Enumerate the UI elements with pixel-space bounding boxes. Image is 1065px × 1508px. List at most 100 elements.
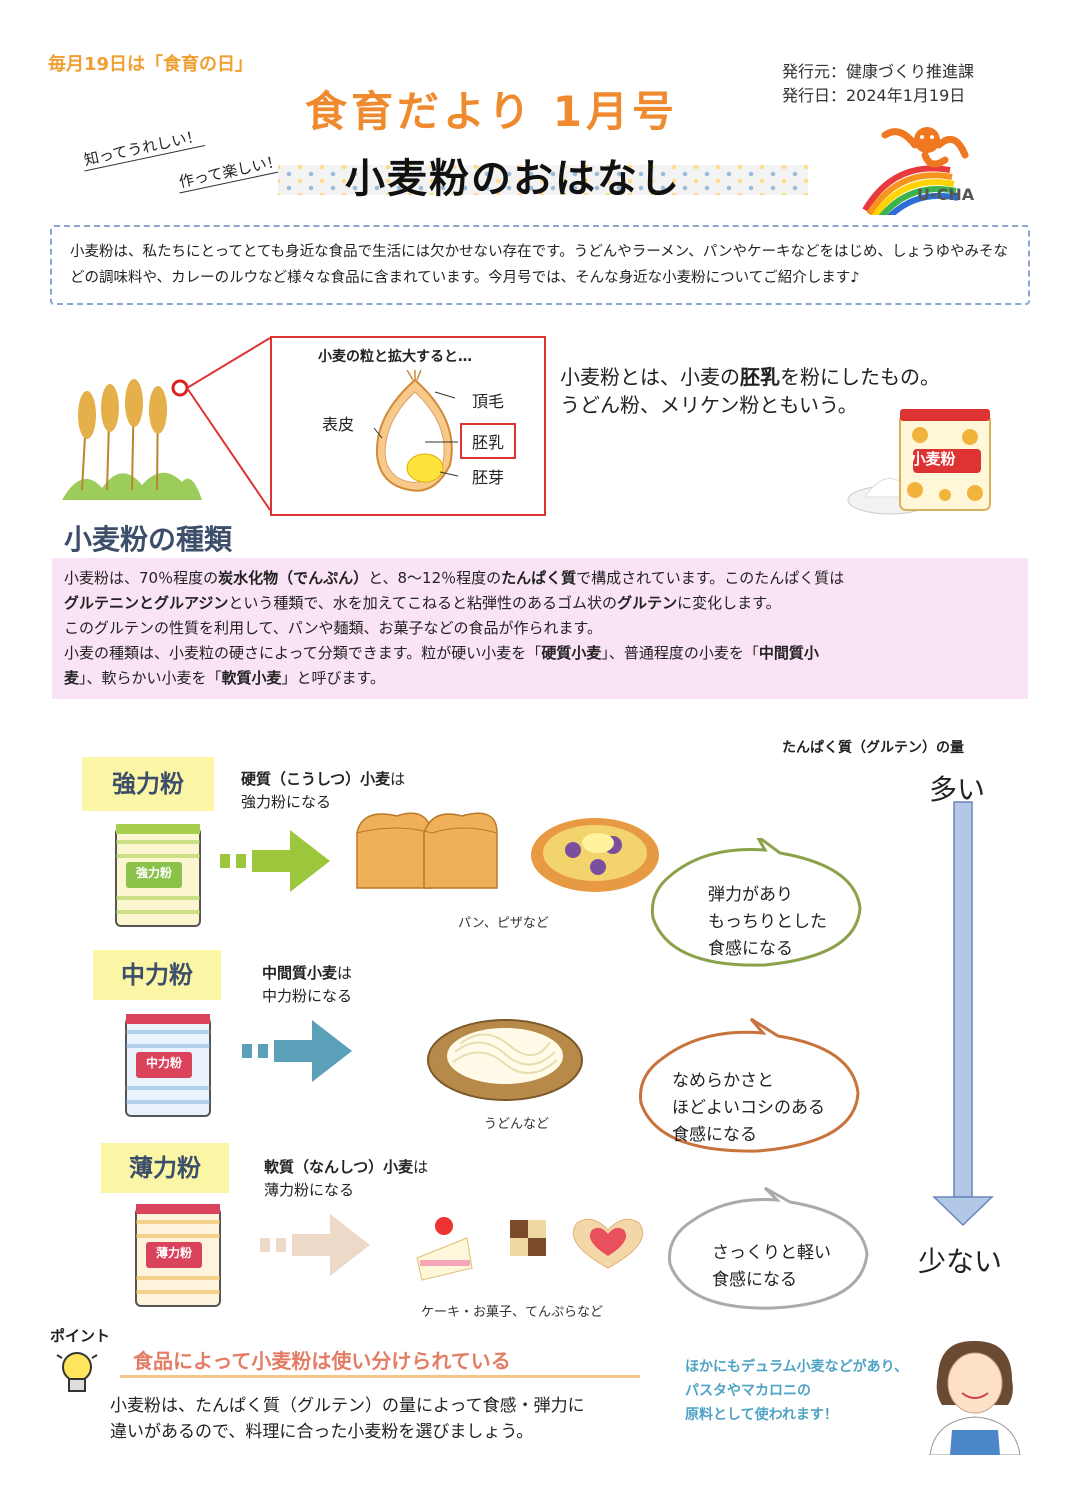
intro-text: 小麦粉は、私たちにとってとても身近な食品で生活には欠かせない存在です。うどんやラ… (70, 244, 1008, 286)
note-line: ほかにもデュラム小麦などがあり、 (685, 1359, 909, 1375)
types-bold: グルテニンとグルアジン (64, 594, 229, 612)
wheat-becomes: 中力粉になる (262, 987, 353, 1005)
speech-bubble-medium (638, 1018, 860, 1153)
texture-line: 弾力があり (708, 885, 793, 905)
durum-note: ほかにもデュラム小麦などがあり、 パスタやマカロニの 原料として使われます！ (685, 1355, 908, 1427)
udon-icon (427, 1019, 583, 1101)
flour-bag-illustration: 小麦粉 (845, 405, 995, 520)
flour-bag-label: 中力粉 (145, 1056, 182, 1070)
wheat-type-weak: 軟質（なんしつ）小麦は 薄力粉になる (264, 1156, 428, 1202)
flour-label-strong: 強力粉 (82, 757, 214, 811)
protein-scale-arrow-icon (932, 801, 994, 1227)
wheat-grain-cross-section (375, 370, 453, 492)
arrow-right-icon (260, 1214, 370, 1276)
page-subtitle: 小麦粉のおはなし (345, 156, 681, 202)
texture-text-medium: なめらかさと ほどよいコシのある 食感になる (672, 1068, 825, 1149)
scale-high-label: 多い (929, 773, 986, 806)
label-endosperm: 胚乳 (460, 423, 517, 459)
wheat-particle: は (413, 1158, 429, 1176)
washi-tape (278, 165, 808, 195)
types-text: と、8～12％程度の (368, 569, 502, 587)
person-in-apron-icon (929, 1340, 1021, 1455)
wheat-name: 硬質（こうしつ）小麦 (241, 770, 391, 788)
definition-highlight: 胚乳 (740, 365, 780, 389)
arrow-right-icon (220, 830, 330, 892)
scale-low-label: 少ない (918, 1245, 1003, 1278)
types-text: 小麦粉は、70％程度の (64, 569, 219, 587)
types-text: に変化します。 (677, 594, 781, 612)
flour-bag-icon (135, 1204, 221, 1307)
note-line: 原料として使われます！ (685, 1407, 838, 1423)
flour-label-weak: 薄力粉 (101, 1143, 229, 1193)
label-skin: 表皮 (322, 415, 355, 434)
types-description-box: 小麦粉は、70％程度の炭水化物（でんぷん）と、8～12％程度のたんぱく質で構成さ… (52, 558, 1028, 699)
texture-line: 食感になる (672, 1125, 757, 1145)
flour-bag-strong: 強力粉 (108, 820, 208, 930)
texture-text-weak: さっくりと軽い 食感になる (712, 1240, 831, 1294)
lightbulb-icon (56, 1352, 98, 1392)
flour-bag-label: 強力粉 (135, 866, 172, 880)
pizza-icon (531, 818, 659, 892)
types-text: で構成されています。このたんぱく質は (576, 569, 845, 587)
flour-bag-label: 小麦粉 (910, 450, 956, 468)
wheat-illustration (62, 370, 202, 500)
bread-icon (356, 812, 498, 889)
wheat-particle: は (337, 964, 353, 982)
grain-diagram-title: 小麦の粒と拡大すると… (318, 349, 472, 365)
flour-bag-icon (125, 1014, 211, 1117)
wheat-type-strong: 硬質（こうしつ）小麦は 強力粉になる (241, 768, 405, 814)
wheat-name: 軟質（なんしつ）小麦 (264, 1158, 414, 1176)
flour-bag-weak: 薄力粉 (128, 1200, 228, 1310)
publisher-info: 発行元：健康づくり推進課 発行日：2024年1月19日 (782, 60, 974, 108)
types-text: という種類で、水を加えてこねると粘弾性のあるゴム状の (228, 594, 618, 612)
issue-date: 発行日：2024年1月19日 (782, 86, 966, 105)
definition-text: 小麦粉とは、小麦の (560, 365, 740, 389)
wheat-becomes: 薄力粉になる (264, 1181, 355, 1199)
speech-bubble-strong (650, 838, 862, 967)
types-bold: 中間質小 (758, 644, 819, 662)
label-leaders (373, 391, 459, 477)
newsletter-title: 食育だより 1月号 (305, 87, 679, 136)
point-body: 小麦粉は、たんぱく質（グルテン）の量によって食感・弾力に 違いがあるので、料理に… (110, 1393, 585, 1445)
flour-bag-icon (847, 409, 991, 515)
texture-line: もっちりとした (708, 912, 827, 932)
wheat-particle: は (390, 770, 406, 788)
types-bold: 硬質小麦 (541, 644, 602, 662)
food-caption-medium: うどんなど (484, 1117, 550, 1132)
intro-box: 小麦粉は、私たちにとってとても身近な食品で生活には欠かせない存在です。うどんやラ… (50, 225, 1030, 305)
hand-note-2: 作って楽しい！ (175, 149, 286, 194)
hand-note-1: 知ってうれしい！ (80, 124, 206, 172)
wheat-becomes: 強力粉になる (241, 793, 332, 811)
kicker-text: 毎月19日は「食育の日」 (48, 54, 254, 75)
note-line: パスタやマカロニの (685, 1383, 811, 1399)
point-body-line: 小麦粉は、たんぱく質（グルテン）の量によって食感・弾力に (110, 1396, 585, 1416)
speech-bubble-weak (667, 1186, 869, 1310)
flour-bag-icon (115, 824, 201, 927)
types-text: 小麦の種類は、小麦粒の硬さによって分類できます。粒が硬い小麦を「 (64, 644, 542, 662)
texture-line: 食感になる (708, 939, 793, 959)
texture-line: さっくりと軽い (712, 1243, 831, 1263)
flour-definition: 小麦粉とは、小麦の胚乳を粉にしたもの。 うどん粉、メリケン粉ともいう。 (560, 363, 940, 419)
types-text: 」、軟らかい小麦を「 (79, 669, 222, 687)
types-bold: グルテン (617, 594, 678, 612)
wheat-type-medium: 中間質小麦は 中力粉になる (262, 962, 352, 1008)
point-underline (120, 1375, 640, 1378)
arrow-right-icon (242, 1020, 352, 1082)
texture-line: 食感になる (712, 1270, 797, 1290)
point-tag: ポイント (50, 1327, 111, 1345)
texture-line: なめらかさと (672, 1071, 774, 1091)
types-bold: たんぱく質 (501, 569, 577, 587)
texture-line: ほどよいコシのある (672, 1098, 825, 1118)
protein-scale-label: たんぱく質（グルテン）の量 (782, 740, 964, 756)
types-bold: 麦 (64, 669, 80, 687)
wheat-name: 中間質小麦 (262, 964, 338, 982)
point-body-line: 違いがあるので、料理に合った小麦粉を選びましょう。 (110, 1422, 534, 1442)
types-text: 」、普通程度の小麦を「 (601, 644, 759, 662)
food-caption-strong: パン、ピザなど (458, 916, 549, 931)
types-text: 」と呼びます。 (281, 669, 386, 687)
types-bold: 炭水化物（でんぷん） (218, 569, 369, 587)
texture-text-strong: 弾力があり もっちりとした 食感になる (708, 882, 827, 963)
uchaa-logo: U-CHA (855, 115, 985, 228)
logo-text: U-CHA (917, 185, 975, 204)
flour-bag-label: 薄力粉 (155, 1246, 192, 1260)
